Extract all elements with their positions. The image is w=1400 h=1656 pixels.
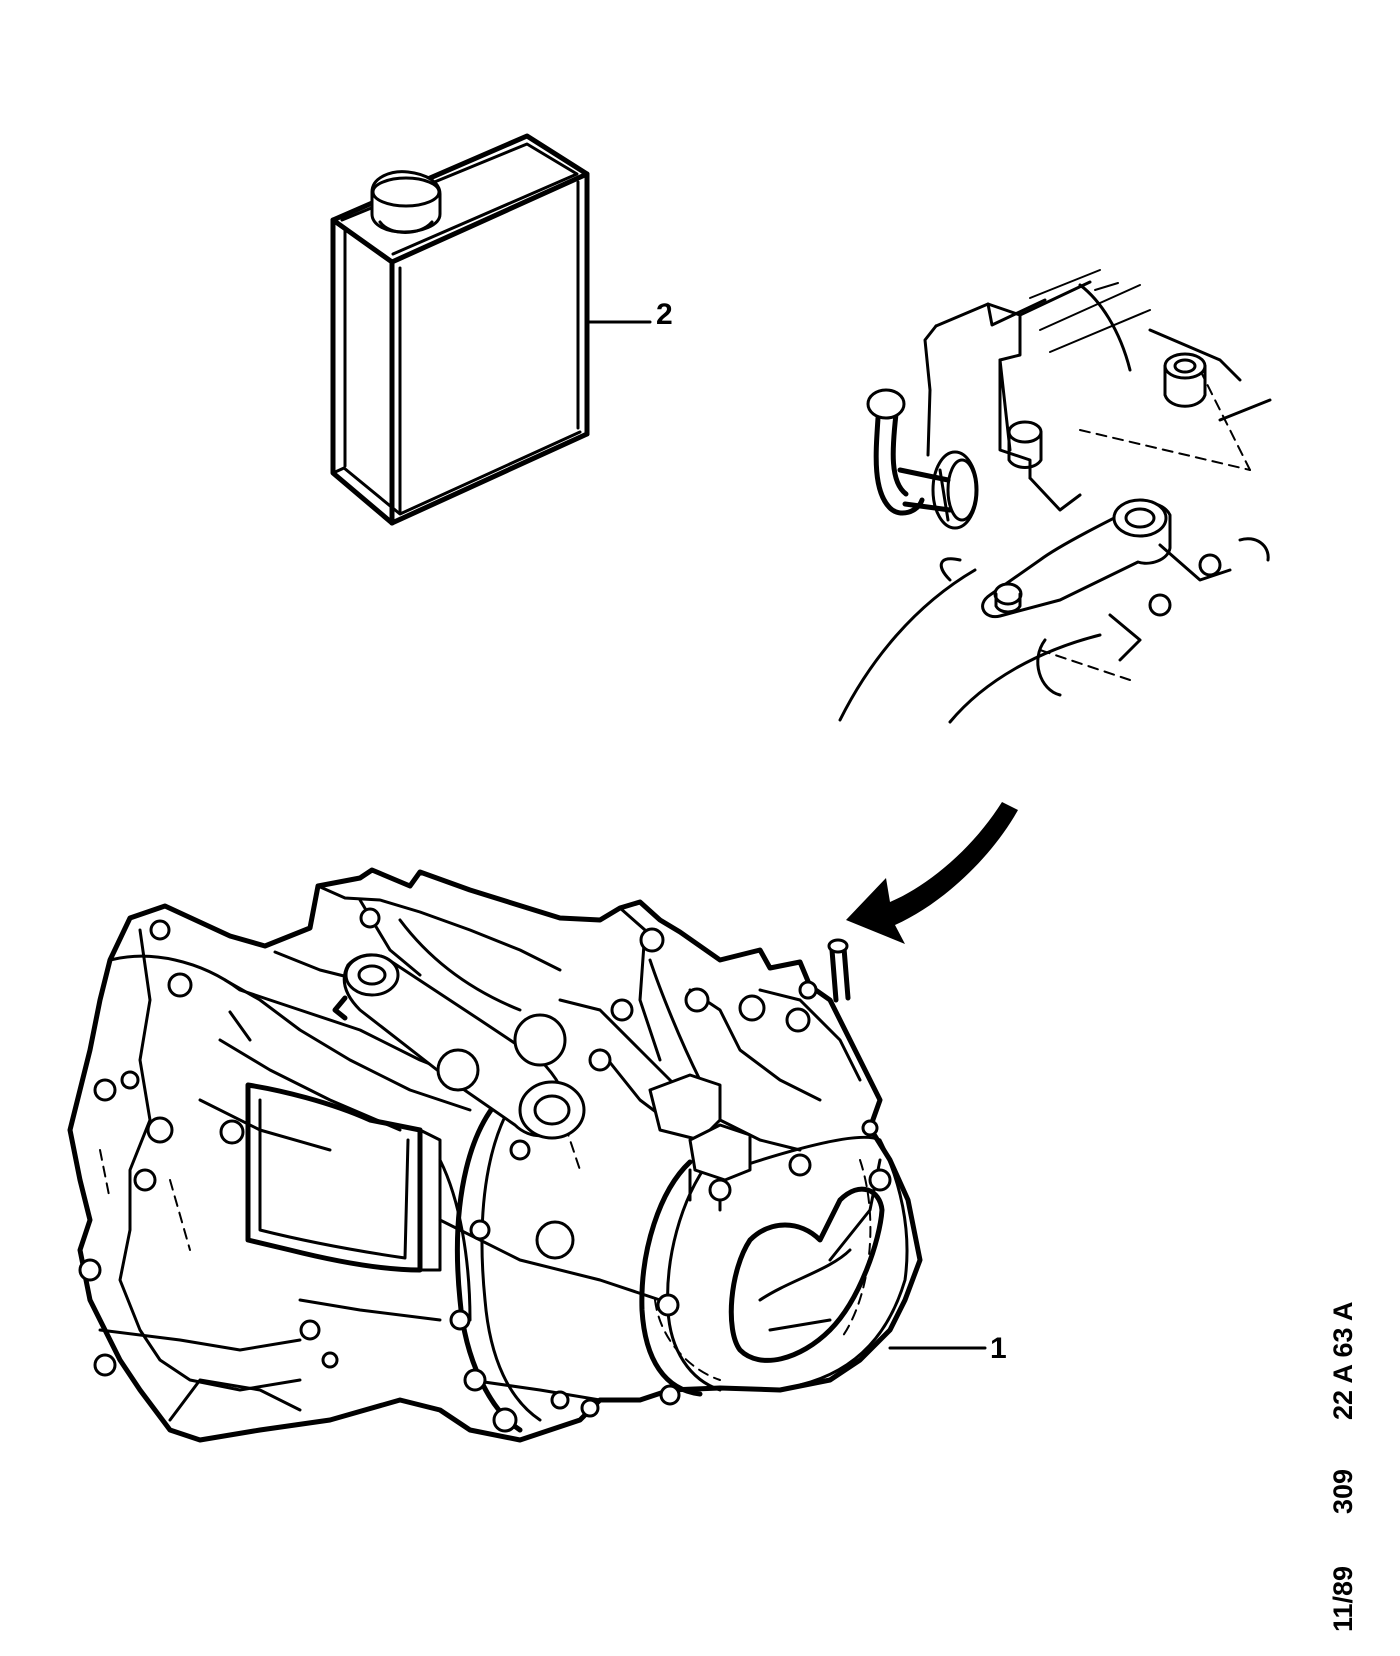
- reference-code: 11/89 309 22 A 63 A: [1328, 1301, 1358, 1632]
- reference-code-number: 22 A 63 A: [1328, 1301, 1358, 1420]
- detail-inset-drawing: [838, 269, 1272, 724]
- curved-arrow-icon: [846, 802, 1018, 944]
- oil-can-drawing: [330, 133, 652, 526]
- gearbox-drawing: [67, 867, 987, 1443]
- reference-model: 309: [1328, 1469, 1358, 1514]
- callout-label-1: 1: [990, 1332, 1007, 1365]
- reference-date: 11/89: [1328, 1566, 1358, 1632]
- callout-label-2: 2: [656, 298, 673, 331]
- bolt-heads: [78, 907, 892, 1433]
